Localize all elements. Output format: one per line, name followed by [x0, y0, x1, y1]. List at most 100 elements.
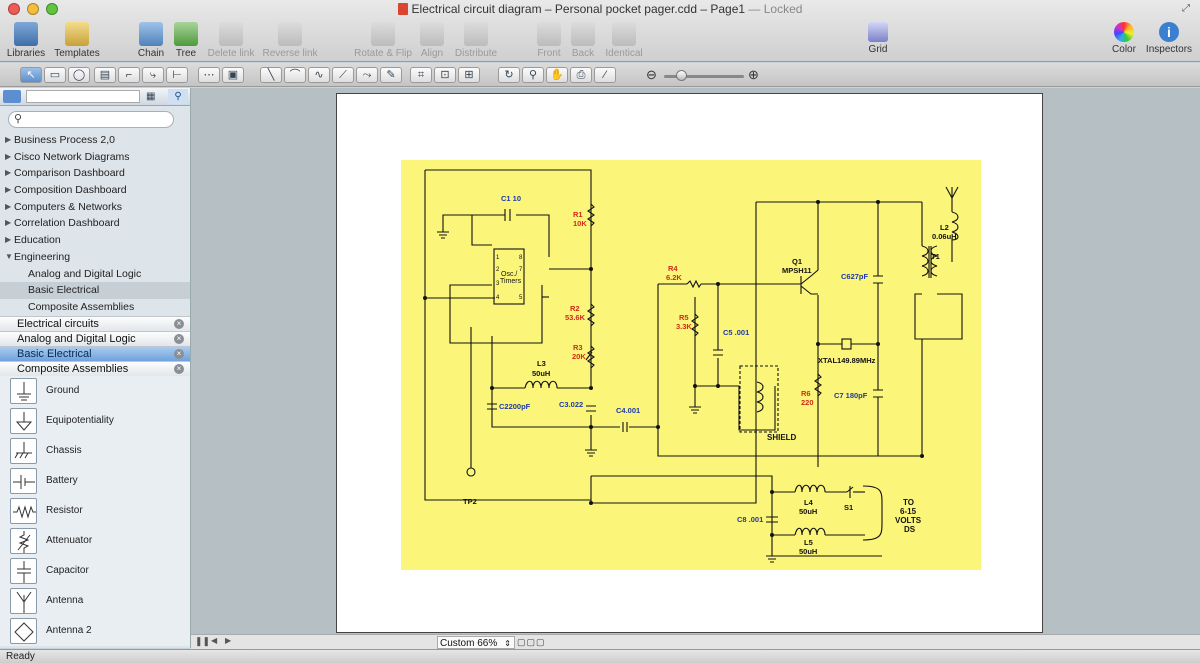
tree-item[interactable]: ▶Education: [0, 232, 190, 249]
next-page-icon[interactable]: ▶: [225, 636, 232, 645]
circuit-diagram[interactable]: C1 10 R1 10K Osc./ Timers 1 2 3 4 5 7 8 …: [337, 94, 1044, 634]
pause-icon[interactable]: ❚❚: [195, 636, 211, 646]
tree-item[interactable]: ▶Comparison Dashboard: [0, 165, 190, 182]
tree-item[interactable]: Analog and Digital Logic: [0, 266, 190, 283]
chain-tool-icon[interactable]: ⋯: [198, 67, 220, 83]
library-filter-field[interactable]: [26, 90, 140, 103]
inspectors-button[interactable]: i Inspectors: [1144, 22, 1194, 60]
smart-connector-tool-icon[interactable]: ⤷: [142, 67, 164, 83]
shape-item[interactable]: Equipotentiality: [0, 405, 190, 436]
line-tool-icon[interactable]: ╲: [260, 67, 282, 83]
disclosure-closed-icon[interactable]: ▶: [5, 168, 12, 178]
group-tool-icon[interactable]: ⊞: [458, 67, 480, 83]
arc-tool-icon[interactable]: ⌒: [284, 67, 306, 83]
disclosure-closed-icon[interactable]: ▶: [5, 201, 12, 211]
zoom-in-icon[interactable]: ⊕: [748, 67, 759, 82]
rectangle-tool-icon[interactable]: ▭: [44, 67, 66, 83]
disclosure-closed-icon[interactable]: ▶: [5, 185, 12, 195]
grid-button[interactable]: Grid: [864, 22, 892, 60]
eyedropper-tool-icon[interactable]: ⁄: [594, 67, 616, 83]
connector-tool-icon[interactable]: ⌐: [118, 67, 140, 83]
zoom-slider-knob[interactable]: [676, 70, 687, 81]
tree-item[interactable]: Basic Electrical: [0, 282, 190, 299]
shape-item[interactable]: Ground: [0, 375, 190, 406]
shape-item[interactable]: Antenna 2: [0, 615, 190, 646]
close-library-icon[interactable]: ×: [174, 333, 184, 344]
library-search-input[interactable]: [8, 111, 174, 128]
select-tool-icon[interactable]: ↖: [20, 67, 42, 83]
disclosure-closed-icon[interactable]: ▶: [5, 235, 12, 245]
tree-item[interactable]: Composite Assemblies: [0, 299, 190, 316]
reverse-link-button[interactable]: Reverse link: [260, 22, 320, 60]
distribute-button[interactable]: Distribute: [452, 22, 500, 60]
zoom-out-icon[interactable]: ⊖: [646, 67, 657, 82]
previous-page-icon[interactable]: ◀: [211, 636, 218, 645]
chain-button[interactable]: Chain: [134, 22, 168, 60]
shape-item[interactable]: Antenna: [0, 585, 190, 616]
library-view-icon[interactable]: [3, 90, 21, 103]
search-icon[interactable]: ⚲: [168, 89, 188, 104]
drawing-page[interactable]: C1 10 R1 10K Osc./ Timers 1 2 3 4 5 7 8 …: [336, 93, 1043, 633]
format-painter-icon[interactable]: ⌗: [410, 67, 432, 83]
tree-item[interactable]: ▶Composition Dashboard: [0, 182, 190, 199]
back-button[interactable]: Back: [568, 22, 598, 60]
zoom-window-button[interactable]: [46, 3, 58, 15]
shape-item[interactable]: Resistor: [0, 495, 190, 526]
align-button[interactable]: Align: [416, 22, 448, 60]
library-header[interactable]: Analog and Digital Logic×: [0, 330, 190, 346]
canvas-area[interactable]: C1 10 R1 10K Osc./ Timers 1 2 3 4 5 7 8 …: [191, 88, 1200, 634]
shape-item-label: Antenna 2: [46, 624, 92, 636]
close-library-icon[interactable]: ×: [174, 348, 184, 359]
disclosure-closed-icon[interactable]: ▶: [5, 218, 12, 228]
fullscreen-icon[interactable]: ⤢: [1182, 3, 1190, 14]
stamp-tool-icon[interactable]: ⎙: [570, 67, 592, 83]
delete-link-button[interactable]: Delete link: [204, 22, 258, 60]
shape-item[interactable]: Battery: [0, 465, 190, 496]
reverse-link-label: Reverse link: [262, 48, 318, 59]
disclosure-closed-icon[interactable]: ▶: [5, 151, 12, 161]
identical-button[interactable]: Identical: [602, 22, 646, 60]
tree-item[interactable]: ▶Cisco Network Diagrams: [0, 149, 190, 166]
close-library-icon[interactable]: ×: [174, 363, 184, 374]
page-view-buttons[interactable]: ▢▢▢: [517, 637, 546, 647]
container-tool-icon[interactable]: ▣: [222, 67, 244, 83]
color-button[interactable]: Color: [1108, 22, 1140, 60]
templates-button[interactable]: Templates: [52, 22, 102, 60]
bezier-tool-icon[interactable]: ⤳: [356, 67, 378, 83]
zoom-tool-icon[interactable]: ⚲: [522, 67, 544, 83]
shape-item[interactable]: Attenuator: [0, 525, 190, 556]
polyline-tool-icon[interactable]: ⟋: [332, 67, 354, 83]
text-box-tool-icon[interactable]: ▤: [94, 67, 116, 83]
back-label: Back: [571, 48, 595, 59]
library-header[interactable]: Composite Assemblies×: [0, 360, 190, 376]
close-window-button[interactable]: [8, 3, 20, 15]
close-library-icon[interactable]: ×: [174, 318, 184, 329]
library-header[interactable]: Basic Electrical×: [0, 345, 190, 361]
zoom-select[interactable]: Custom 66% ⇕: [437, 636, 515, 649]
disclosure-open-icon[interactable]: ▼: [5, 251, 13, 261]
tree-item[interactable]: ▼Engineering: [0, 249, 190, 266]
rotate-flip-button[interactable]: Rotate & Flip: [352, 22, 414, 60]
rotate-view-icon[interactable]: ↻: [498, 67, 520, 83]
grid-view-icon[interactable]: ▦: [146, 91, 156, 102]
tree-button[interactable]: Tree: [170, 22, 202, 60]
ic-pin-8: 8: [519, 255, 523, 261]
ellipse-tool-icon[interactable]: ◯: [68, 67, 90, 83]
library-header[interactable]: Electrical circuits×: [0, 315, 190, 331]
libraries-button[interactable]: Libraries: [4, 22, 48, 60]
freehand-tool-icon[interactable]: ✎: [380, 67, 402, 83]
shape-item[interactable]: Chassis: [0, 435, 190, 466]
tree-item[interactable]: ▶Business Process 2,0: [0, 132, 190, 149]
zoom-slider[interactable]: [664, 75, 744, 78]
tree-connector-tool-icon[interactable]: ⊢: [166, 67, 188, 83]
crop-tool-icon[interactable]: ⊡: [434, 67, 456, 83]
oscillator-timer-ic: [493, 248, 525, 305]
curve-tool-icon[interactable]: ∿: [308, 67, 330, 83]
pan-tool-icon[interactable]: ✋: [546, 67, 568, 83]
front-button[interactable]: Front: [534, 22, 564, 60]
minimize-window-button[interactable]: [27, 3, 39, 15]
tree-item[interactable]: ▶Correlation Dashboard: [0, 215, 190, 232]
disclosure-closed-icon[interactable]: ▶: [5, 135, 12, 144]
tree-item[interactable]: ▶Computers & Networks: [0, 199, 190, 216]
shape-item[interactable]: Capacitor: [0, 555, 190, 586]
